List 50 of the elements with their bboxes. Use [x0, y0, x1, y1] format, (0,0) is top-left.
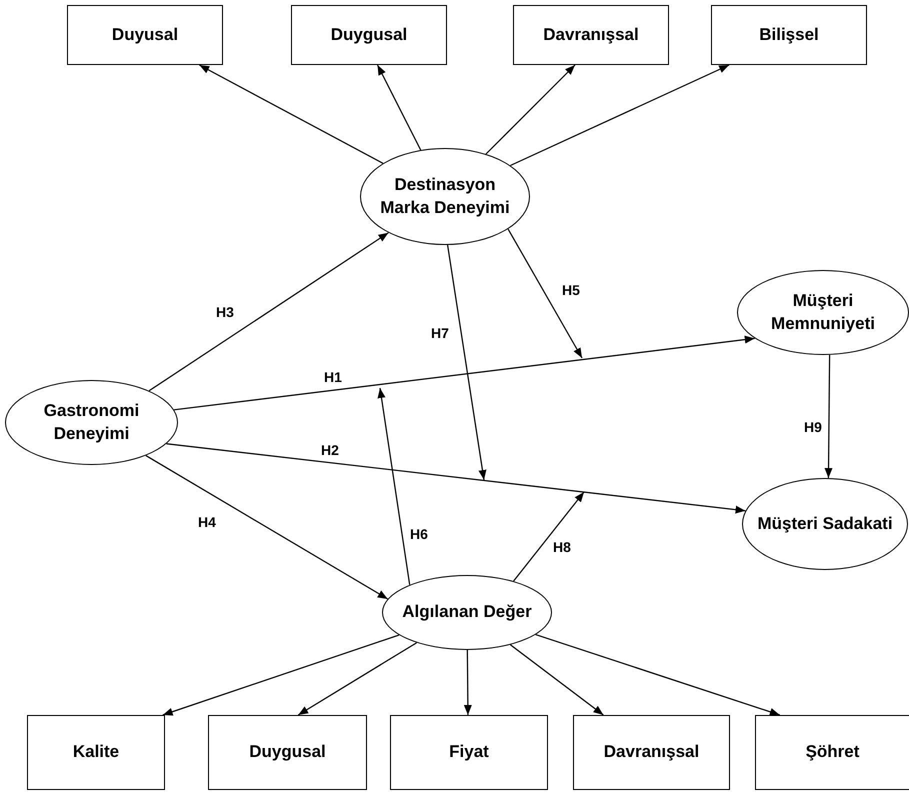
node-label: Fiyat — [448, 741, 490, 764]
node-label: Müşteri Memnuniyeti — [770, 290, 876, 334]
node-label: Şöhret — [804, 741, 860, 764]
node-label: Gastronomi Deneyimi — [42, 400, 140, 444]
arrow — [486, 64, 576, 154]
edge-label: H2 — [319, 443, 341, 457]
dimension-box — [755, 715, 909, 790]
arrow — [174, 336, 755, 410]
arrow — [464, 650, 472, 715]
node-label: Destinasyon Marka Deneyimi — [379, 174, 511, 218]
node-label: Kalite — [72, 741, 120, 764]
dimension-box — [291, 5, 447, 65]
node-label: Duygusal — [330, 24, 408, 46]
dimension-box — [513, 5, 669, 65]
node-label: Duygusal — [248, 741, 327, 764]
edge-label: H7 — [429, 326, 451, 340]
arrow — [166, 443, 746, 514]
arrow — [162, 634, 400, 716]
arrow — [199, 64, 384, 164]
edge-label: H6 — [408, 527, 430, 541]
dimension-box — [27, 715, 165, 790]
arrow — [146, 455, 388, 600]
dimension-box — [711, 5, 867, 65]
arrow — [513, 492, 584, 582]
node-label: Davranışsal — [542, 24, 640, 46]
arrow — [508, 228, 583, 358]
node-label: Algılanan Değer — [401, 601, 533, 624]
node-label: Bilişsel — [758, 24, 820, 46]
edge-label: H4 — [196, 515, 218, 529]
dimension-box — [573, 715, 730, 790]
edge-label: H5 — [560, 283, 582, 297]
arrow — [535, 634, 780, 716]
dimension-box — [208, 715, 367, 790]
edge-label: H8 — [551, 540, 573, 554]
dimension-box — [67, 5, 223, 65]
edge-label: H3 — [214, 305, 236, 319]
edge-label: H1 — [322, 370, 344, 384]
node-label: Davranışsal — [602, 741, 700, 764]
arrow — [148, 232, 389, 392]
node-label: Duyusal — [110, 24, 180, 46]
arrow — [377, 64, 422, 150]
arrow — [824, 354, 833, 478]
arrow — [378, 388, 410, 585]
node-label: Müşteri Sadakati — [756, 512, 894, 535]
dimension-box — [390, 715, 548, 790]
arrow — [510, 64, 730, 166]
arrow — [447, 244, 486, 480]
arrow — [510, 644, 604, 716]
edge-label: H9 — [802, 420, 824, 434]
arrow — [298, 642, 417, 716]
